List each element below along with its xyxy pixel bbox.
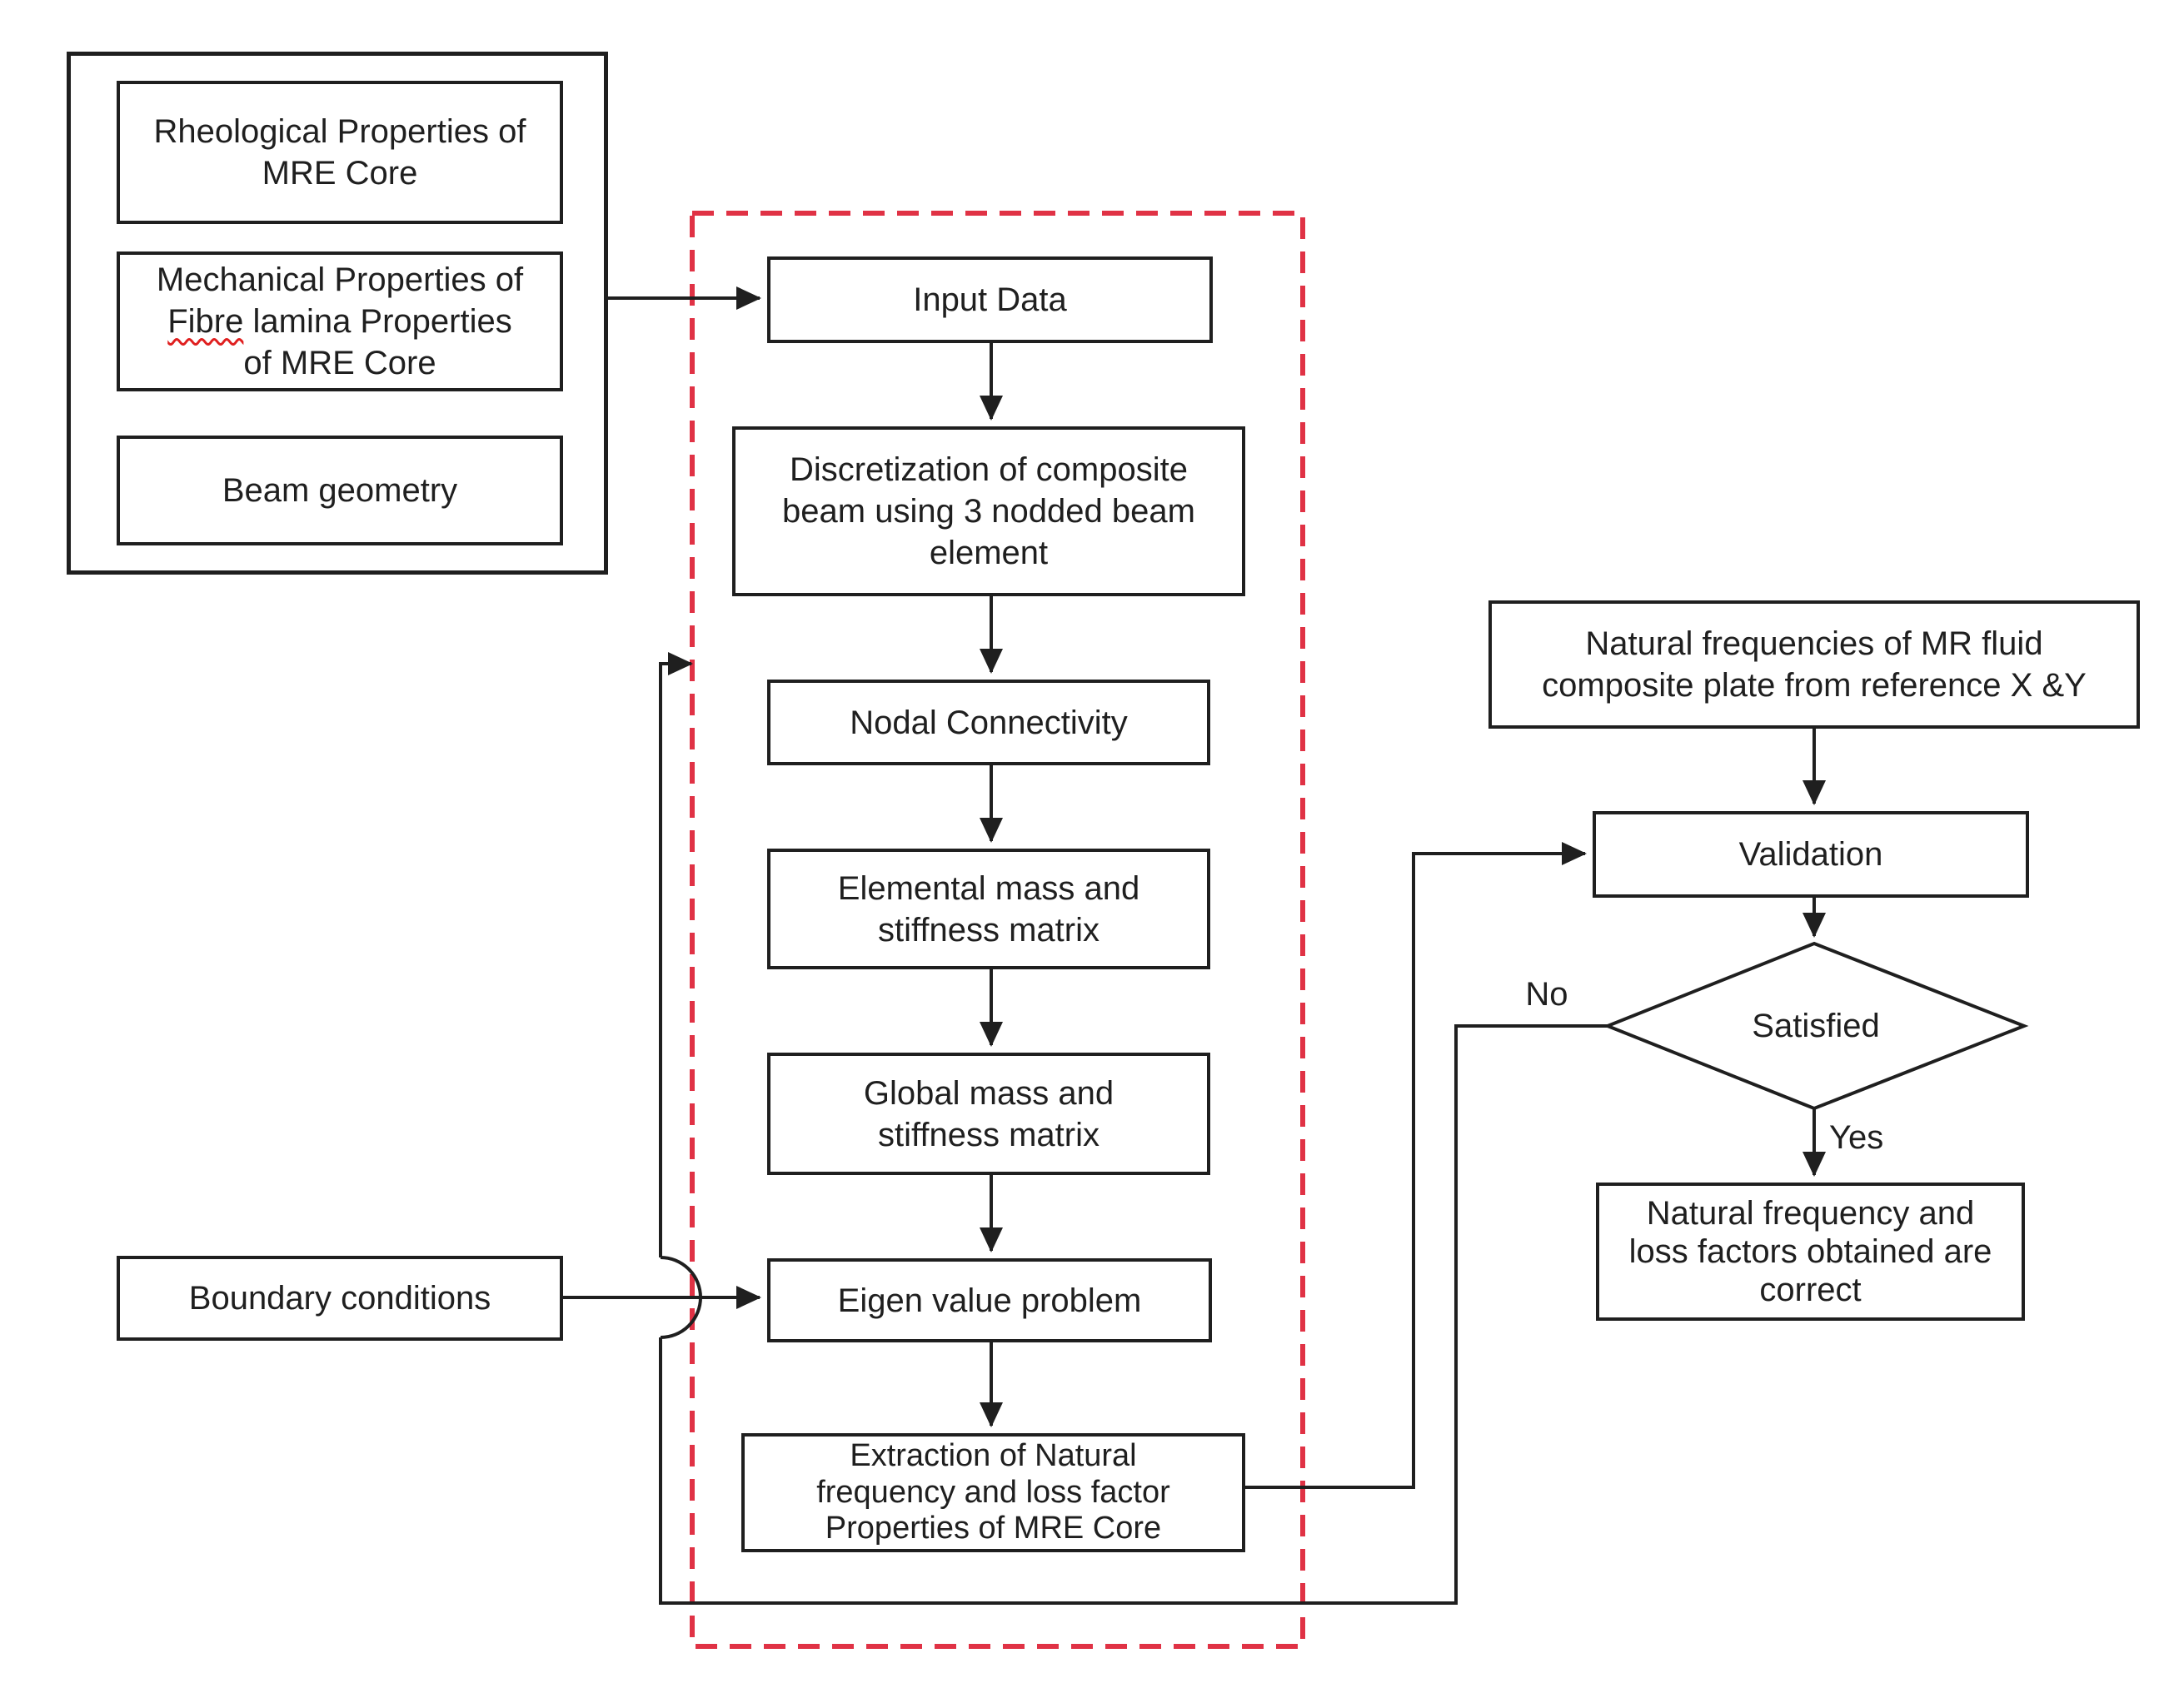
line-no-feedback-loop (659, 1024, 1608, 1605)
line-extraction-to-validation (1245, 842, 1587, 1489)
box-reference-frequencies: Natural frequencies of MR fluid composit… (1488, 600, 2140, 729)
line-hop-arc (660, 1256, 702, 1339)
box-discretization: Discretization of composite beam using 3… (732, 426, 1245, 596)
rheological-properties-label: Rheological Properties of MRE Core (153, 113, 526, 192)
box-beam-geometry: Beam geometry (117, 436, 563, 545)
label-yes: Yes (1829, 1119, 1884, 1156)
nodal-connectivity-label: Nodal Connectivity (850, 704, 1128, 741)
input-data-label: Input Data (913, 281, 1067, 318)
validation-label: Validation (1738, 836, 1883, 873)
global-matrix-label: Global mass and stiffness matrix (863, 1074, 1114, 1153)
mechanical-misspelled-word: Fibre (167, 303, 244, 340)
result-label: Natural frequency and loss factors obtai… (1628, 1195, 1992, 1308)
box-elemental-matrix: Elemental mass and stiffness matrix (767, 849, 1210, 969)
box-nodal-connectivity: Nodal Connectivity (767, 680, 1210, 765)
boundary-conditions-label: Boundary conditions (188, 1280, 491, 1317)
eigen-value-label: Eigen value problem (837, 1282, 1142, 1319)
box-result: Natural frequency and loss factors obtai… (1596, 1183, 2025, 1321)
box-input-data: Input Data (767, 256, 1213, 343)
box-validation: Validation (1593, 811, 2029, 898)
mechanical-line1: Mechanical Properties of (156, 261, 524, 298)
box-extraction: Extraction of Natural frequency and loss… (741, 1433, 1245, 1552)
mechanical-line2-rest: lamina Properties (243, 303, 512, 340)
box-global-matrix: Global mass and stiffness matrix (767, 1053, 1210, 1175)
extraction-label: Extraction of Natural frequency and loss… (816, 1437, 1170, 1546)
box-rheological-properties: Rheological Properties of MRE Core (117, 81, 563, 224)
box-eigen-value: Eigen value problem (767, 1258, 1212, 1342)
label-no: No (1525, 976, 1568, 1013)
elemental-matrix-label: Elemental mass and stiffness matrix (837, 869, 1140, 949)
discretization-label: Discretization of composite beam using 3… (782, 451, 1195, 571)
box-mechanical-properties: Mechanical Properties of Fibre lamina Pro… (117, 251, 563, 391)
box-boundary-conditions: Boundary conditions (117, 1256, 563, 1341)
mechanical-line3: of MRE Core (243, 345, 436, 381)
mechanical-properties-label: Mechanical Properties of Fibre lamina Pro… (157, 259, 523, 384)
decision-satisfied-label: Satisfied (1752, 1007, 1880, 1044)
arrow-feedback-into-region (659, 652, 693, 1257)
beam-geometry-label: Beam geometry (222, 472, 458, 509)
reference-frequencies-label: Natural frequencies of MR fluid composit… (1542, 625, 2087, 704)
